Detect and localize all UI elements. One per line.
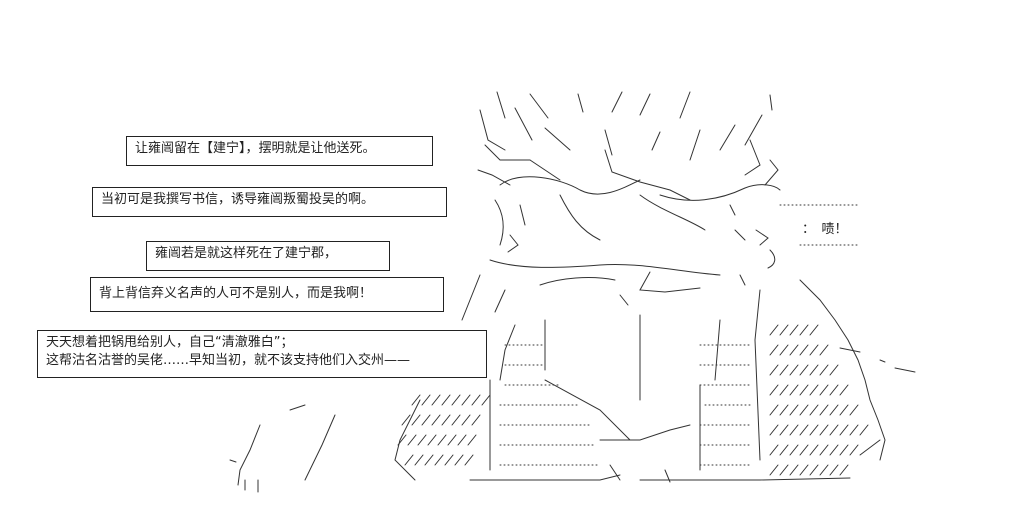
speech-bubble-1: 让雍闿留在【建宁】，摆明就是让他送死。 xyxy=(126,136,433,166)
face-outline xyxy=(489,176,781,306)
bubble-text: 雍闿若是就这样死在了建宁郡， xyxy=(155,246,338,261)
robe-hatching xyxy=(397,324,869,476)
speech-bubble-4: 背上背信弃义名声的人可不是别人，而是我啊！ xyxy=(90,277,444,312)
speech-bubble-3: 雍闿若是就这样死在了建宁郡， xyxy=(146,241,390,271)
speech-bubble-5: 天天想着把锅甩给别人，自己“清澈雅白”； 这帮沽名沽誉的吴佬……早知当初，就不该… xyxy=(37,330,487,378)
bubble-text: 让雍闿留在【建宁】，摆明就是让他送死。 xyxy=(135,141,376,156)
bubble-text: 当初可是我撰写书信，诱导雍闿叛蜀投吴的啊。 xyxy=(101,192,375,207)
robe-dots xyxy=(499,204,861,466)
bubble-text: 背上背信弃义名声的人可不是别人，而是我啊！ xyxy=(99,286,373,301)
flying-hat xyxy=(229,404,336,493)
hair-spikes xyxy=(477,91,779,201)
sound-effect-text: ： 啧！ xyxy=(802,222,848,237)
speech-bubble-2: 当初可是我撰写书信，诱导雍闿叛蜀投吴的啊。 xyxy=(92,187,447,217)
robe-lines xyxy=(394,274,916,483)
bubble-text: 这帮沽名沽誉的吴佬……早知当初，就不该支持他们入交州—— xyxy=(46,353,411,368)
bubble-text: 天天想着把锅甩给别人，自己“清澈雅白”； xyxy=(46,335,294,350)
